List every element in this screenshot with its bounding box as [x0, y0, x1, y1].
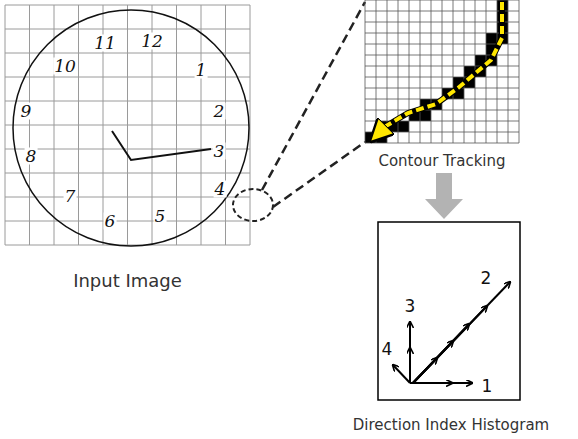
histogram-panel: Direction Index Histogram [340, 222, 562, 434]
zoom-ellipse [233, 189, 273, 221]
clock-number: 10 [53, 58, 77, 75]
panel-caption: Direction Index Histogram [353, 416, 549, 434]
clock-number: 12 [140, 33, 164, 50]
contour-path-outline [378, 2, 502, 134]
panel-caption: Input Image [73, 270, 182, 292]
clock-number: 6 [104, 213, 117, 230]
clock-number: 7 [64, 188, 77, 205]
image-grid [5, 5, 250, 245]
zoom-line [262, 2, 365, 190]
direction-index: 2 [480, 270, 493, 287]
zoom-panel: Contour Tracking [352, 0, 532, 170]
direction-index: 1 [481, 378, 494, 395]
clock-number: 9 [20, 103, 33, 120]
zoom-grid [365, 0, 519, 143]
clock-number: 3 [213, 143, 226, 160]
contour-pixels [365, 0, 508, 143]
process-arrow [425, 173, 463, 219]
clock-hands [112, 131, 211, 160]
clock-number: 4 [214, 181, 227, 198]
direction-index: 4 [381, 341, 394, 358]
zoom-line [273, 142, 365, 207]
clock-number: 2 [213, 103, 226, 120]
clock-number: 11 [93, 35, 117, 52]
clock-number: 5 [154, 208, 167, 225]
direction-arrows [393, 282, 510, 383]
contour-path [378, 2, 502, 134]
clock-number: 1 [195, 62, 208, 79]
panel-caption: Contour Tracking [378, 152, 505, 170]
direction-index: 3 [404, 298, 417, 315]
clock-number: 8 [25, 148, 38, 165]
histogram-box [378, 222, 520, 400]
clock-face [13, 10, 249, 246]
